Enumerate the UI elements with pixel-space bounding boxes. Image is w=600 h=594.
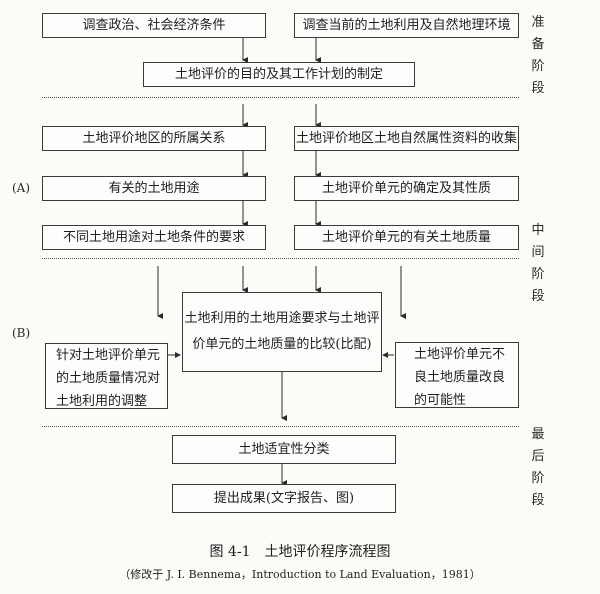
box-relevant-uses: 有关的土地用途: [42, 176, 266, 201]
box-use-requirements: 不同土地用途对土地条件的要求: [42, 225, 266, 250]
box-improvement: 土地评价单元不 良土地质量改良 的可能性: [395, 342, 519, 408]
stage-label-middle: 中 间 阶 段: [530, 220, 546, 308]
box-comparison-line2: 价单元的土地质量的比较(比配): [192, 337, 372, 352]
stage-char: 段: [531, 289, 545, 304]
box-comparison: 土地利用的土地用途要求与土地评 价单元的土地质量的比较(比配): [182, 292, 382, 372]
divider-middle-b: [42, 426, 519, 427]
stage-char: 中: [531, 223, 545, 238]
stage-char: 准: [531, 15, 545, 30]
stage-char: 段: [531, 81, 545, 96]
stage-char: 阶: [531, 59, 545, 74]
box-purpose-plan-text: 土地评价的目的及其工作计划的制定: [174, 66, 383, 82]
box-region-relations: 土地评价地区的所属关系: [42, 126, 266, 151]
box-adjustment-line3: 土地利用的调整: [56, 394, 148, 409]
box-region-relations-text: 土地评价地区的所属关系: [82, 130, 226, 146]
stage-label-final: 最 后 阶 段: [530, 424, 546, 512]
box-survey-landuse: 调查当前的土地利用及自然地理环境: [294, 13, 519, 38]
box-adjustment-line2: 的土地质量情况对: [56, 371, 161, 386]
figure-caption: 图 4-1 土地评价程序流程图: [209, 544, 391, 560]
box-comparison-line1: 土地利用的土地用途要求与土地评: [184, 311, 380, 326]
figure-source-note: （修改于 J. I. Bennema，Introduction to Land …: [119, 568, 481, 581]
box-unit-definition-text: 土地评价单元的确定及其性质: [321, 180, 491, 196]
box-survey-landuse-text: 调查当前的土地利用及自然地理环境: [302, 17, 511, 33]
box-improvement-line3: 的可能性: [414, 393, 467, 408]
box-unit-quality-text: 土地评价单元的有关土地质量: [321, 229, 491, 245]
stage-char: 备: [531, 37, 545, 52]
section-tag-b: (B): [12, 326, 31, 340]
stage-char: 阶: [531, 267, 545, 282]
stage-char: 段: [531, 493, 545, 508]
stage-char: 阶: [531, 471, 545, 486]
box-adjustment-line1: 针对土地评价单元: [56, 348, 161, 363]
box-improvement-line2: 良土地质量改良: [414, 370, 506, 385]
box-unit-quality: 土地评价单元的有关土地质量: [294, 225, 519, 250]
box-improvement-line1: 土地评价单元不: [414, 347, 506, 362]
box-adjustment: 针对土地评价单元 的土地质量情况对 土地利用的调整: [45, 343, 168, 409]
section-tag-a: (A): [12, 181, 31, 195]
stage-label-preparation: 准 备 阶 段: [530, 12, 546, 100]
divider-preparation: [42, 97, 519, 98]
box-results: 提出成果(文字报告、图): [172, 484, 396, 513]
box-survey-political-text: 调查政治、社会经济条件: [82, 17, 226, 33]
box-natural-data-text: 土地评价地区土地自然属性资料的收集: [295, 130, 517, 146]
box-suitability: 土地适宜性分类: [172, 435, 396, 464]
box-natural-data: 土地评价地区土地自然属性资料的收集: [294, 126, 519, 151]
box-results-text: 提出成果(文字报告、图): [213, 490, 355, 506]
divider-middle-a: [42, 258, 519, 259]
box-unit-definition: 土地评价单元的确定及其性质: [294, 176, 519, 201]
box-relevant-uses-text: 有关的土地用途: [108, 180, 200, 196]
box-purpose-plan: 土地评价的目的及其工作计划的制定: [143, 62, 415, 87]
box-use-requirements-text: 不同土地用途对土地条件的要求: [62, 229, 245, 245]
stage-char: 最: [531, 427, 545, 442]
box-survey-political: 调查政治、社会经济条件: [42, 13, 266, 38]
stage-char: 间: [531, 245, 545, 260]
box-suitability-text: 土地适宜性分类: [238, 441, 330, 457]
stage-char: 后: [531, 449, 545, 464]
